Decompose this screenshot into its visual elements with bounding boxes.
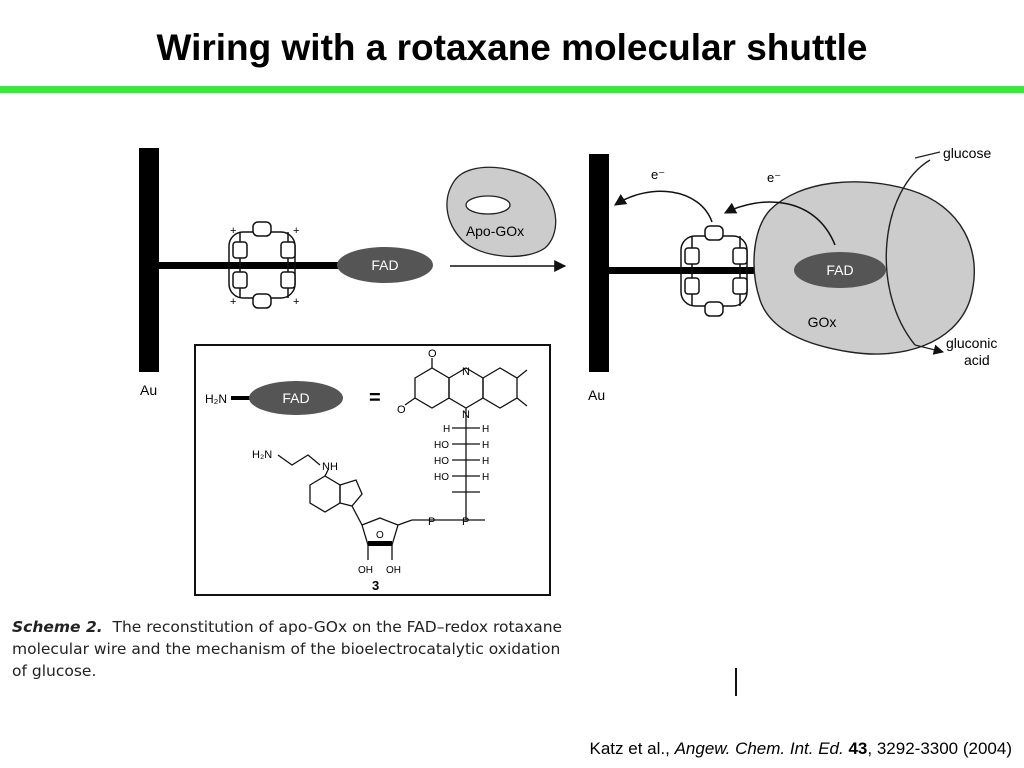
- ribose-bold-edge: [368, 541, 392, 546]
- citation-volume: 43: [848, 739, 868, 758]
- left-rotaxane: [228, 221, 296, 309]
- citation: Katz et al., Angew. Chem. Int. Ed. 43, 3…: [590, 738, 1012, 760]
- plus-sign: +: [293, 225, 299, 237]
- glucose-pointer: [914, 151, 941, 159]
- electron-label-2: e⁻: [767, 170, 781, 185]
- inset-structure-box: [194, 344, 551, 596]
- hydroxyl-label: HO: [434, 472, 449, 483]
- glucose-label: glucose: [943, 145, 991, 161]
- ribose-oh: OH: [386, 565, 401, 576]
- citation-authors: Katz et al.,: [589, 739, 670, 758]
- citation-pages: , 3292-3300 (2004): [867, 739, 1012, 758]
- compound-number: 3: [372, 578, 379, 593]
- inset-equals: =: [369, 387, 381, 409]
- atom-h: H: [482, 440, 489, 451]
- atom-o: O: [397, 404, 406, 416]
- gluconic-arrow: [914, 344, 945, 355]
- ribose-oh: OH: [358, 565, 373, 576]
- atom-h: H: [443, 424, 450, 435]
- slide-title: Wiring with a rotaxane molecular shuttle: [156, 27, 868, 68]
- inset-fad-label: FAD: [282, 390, 309, 406]
- gox-label: GOx: [808, 314, 837, 330]
- ethylamine-chain: [277, 454, 321, 466]
- atom-n: N: [462, 366, 470, 378]
- electron-arrow-outer: [613, 190, 713, 223]
- atom-o: O: [428, 348, 437, 360]
- phosphorus-atom: P: [462, 516, 469, 528]
- hydroxyl-label: HO: [434, 456, 449, 467]
- electron-arrow-inner: [723, 201, 836, 246]
- gluconic-label-line2: acid: [964, 352, 990, 368]
- right-electrode: [589, 154, 609, 372]
- right-rotaxane: [680, 225, 748, 317]
- right-electrode-label: Au: [588, 387, 605, 403]
- plus-sign: +: [293, 296, 299, 308]
- nh-label: NH: [322, 461, 338, 473]
- left-fad-ellipse: [337, 247, 433, 283]
- gluconic-label-line1: gluconic: [946, 335, 997, 351]
- citation-journal: Angew. Chem. Int. Ed.: [674, 739, 844, 758]
- hydroxyl-label: HO: [434, 440, 449, 451]
- adenine-structure: [309, 469, 363, 526]
- ribose-structure: [361, 500, 485, 560]
- atom-n: N: [462, 409, 470, 421]
- right-fad-ellipse: [794, 252, 886, 288]
- left-electrode: [139, 148, 159, 372]
- flavin-structure: [404, 358, 528, 500]
- atom-h: H: [482, 456, 489, 467]
- scheme-caption: Scheme 2. The reconstitution of apo-GOx …: [12, 616, 572, 682]
- apo-gox-cavity: [465, 195, 511, 215]
- left-electrode-label: Au: [140, 382, 157, 398]
- caption-text: The reconstitution of apo-GOx on the FAD…: [12, 618, 563, 680]
- plus-sign: +: [230, 225, 236, 237]
- apo-gox-label: Apo-GOx: [466, 223, 524, 239]
- inset-h2n-label: H₂N: [205, 392, 227, 406]
- right-fad-label: FAD: [826, 262, 853, 278]
- inset-fad-ellipse: [249, 381, 343, 415]
- plus-sign: +: [230, 296, 236, 308]
- amine-label: H₂N: [252, 449, 272, 461]
- electron-label-1: e⁻: [651, 167, 665, 182]
- phosphorus-atom: P: [428, 516, 435, 528]
- atom-h: H: [482, 424, 489, 435]
- substrate-channel: [885, 159, 931, 346]
- caption-label: Scheme 2.: [12, 618, 103, 636]
- ring-oxygen: O: [376, 530, 384, 541]
- left-wire: [159, 262, 349, 269]
- left-fad-label: FAD: [371, 257, 398, 273]
- right-wire: [609, 267, 799, 274]
- stray-mark: [735, 668, 737, 696]
- atom-h: H: [482, 472, 489, 483]
- title-underline: [0, 86, 1024, 93]
